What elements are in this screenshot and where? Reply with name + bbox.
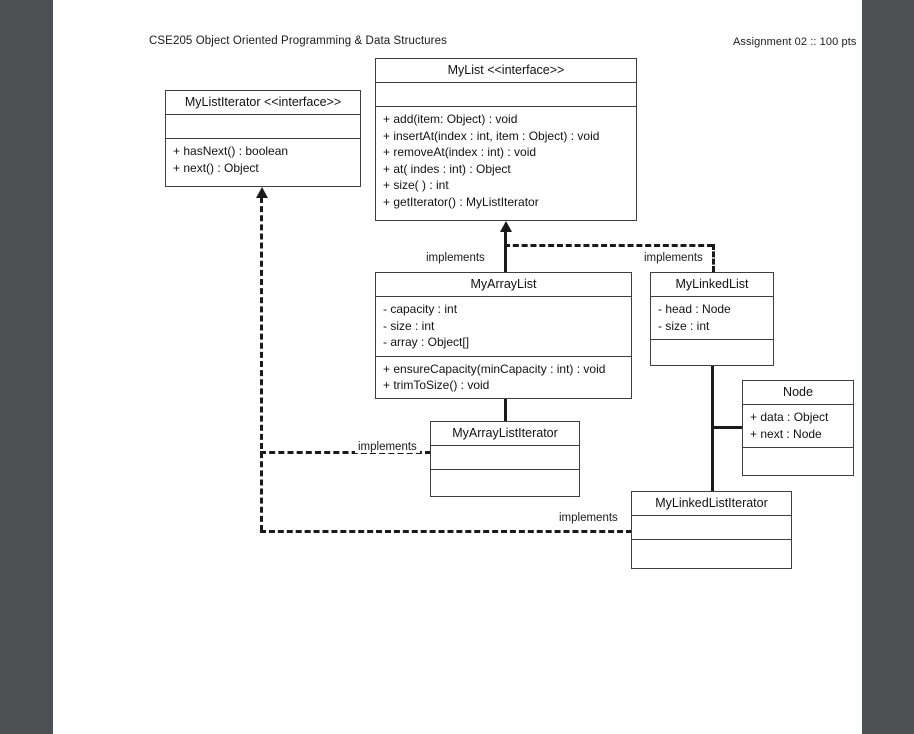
class-attributes-mylistiterator xyxy=(166,115,360,139)
method-item: + next() : Object xyxy=(173,160,259,175)
page-header-assignment: Assignment 02 :: 100 pts xyxy=(733,36,857,48)
class-title-node: Node xyxy=(743,381,853,405)
class-title-mylist: MyList <<interface>> xyxy=(376,59,636,83)
class-methods-myarraylist: + ensureCapacity(minCapacity : int) : vo… xyxy=(376,357,631,399)
method-item: + size( ) : int xyxy=(383,178,449,192)
class-box-mylinkedlist[interactable]: MyLinkedList - head : Node - size : int xyxy=(650,272,774,366)
connector-iterator-rail-vertical xyxy=(260,197,263,531)
method-item: + insertAt(index : int, item : Object) :… xyxy=(383,128,600,143)
method-item: + at( indes : int) : Object xyxy=(383,161,511,176)
document-page: CSE205 Object Oriented Programming & Dat… xyxy=(53,0,862,734)
relationship-label-arraylistiterator-implements: implements xyxy=(355,441,420,453)
class-attributes-mylinkedlistiterator xyxy=(632,516,791,540)
class-attributes-myarraylist: - capacity : int - size : int - array : … xyxy=(376,297,631,357)
attribute-item: - array : Object[] xyxy=(383,335,470,349)
method-item: + trimToSize() : void xyxy=(383,378,490,392)
class-attributes-node: + data : Object + next : Node xyxy=(743,405,853,448)
class-methods-mylist: + add(item: Object) : void + insertAt(in… xyxy=(376,107,636,215)
attribute-item: - head : Node xyxy=(658,302,731,316)
attribute-item: - size : int xyxy=(658,318,710,333)
connector-linkedlist-to-node xyxy=(711,426,744,429)
connector-linkedlistiterator-horizontal xyxy=(260,530,632,533)
method-item: + getIterator() : MyListIterator xyxy=(383,194,539,209)
class-title-myarraylistiterator: MyArrayListIterator xyxy=(431,422,579,446)
relationship-label-linkedlistiterator-implements: implements xyxy=(556,512,621,524)
method-item: + ensureCapacity(minCapacity : int) : vo… xyxy=(383,361,606,376)
class-methods-mylinkedlist xyxy=(651,340,773,364)
class-title-mylinkedlistiterator: MyLinkedListIterator xyxy=(632,492,791,516)
attribute-item: + data : Object xyxy=(750,410,829,424)
class-methods-mylistiterator: + hasNext() : boolean + next() : Object xyxy=(166,139,360,181)
page-header-course: CSE205 Object Oriented Programming & Dat… xyxy=(149,35,447,47)
class-attributes-mylinkedlist: - head : Node - size : int xyxy=(651,297,773,340)
class-box-mylist[interactable]: MyList <<interface>> + add(item: Object)… xyxy=(375,58,637,221)
attribute-item: - capacity : int xyxy=(383,302,458,316)
connector-linkedlist-mylist-horizontal xyxy=(504,244,713,247)
arrowhead-mylist-implements xyxy=(500,221,512,232)
class-methods-myarraylistiterator xyxy=(431,470,579,494)
class-title-mylinkedlist: MyLinkedList xyxy=(651,273,773,297)
class-title-myarraylist: MyArrayList xyxy=(376,273,631,297)
connector-arraylist-mylist-stem xyxy=(504,232,507,272)
class-box-mylinkedlistiterator[interactable]: MyLinkedListIterator xyxy=(631,491,792,569)
class-title-mylistiterator: MyListIterator <<interface>> xyxy=(166,91,360,115)
class-attributes-myarraylistiterator xyxy=(431,446,579,470)
class-box-myarraylistiterator[interactable]: MyArrayListIterator xyxy=(430,421,580,497)
class-box-myarraylist[interactable]: MyArrayList - capacity : int - size : in… xyxy=(375,272,632,399)
class-methods-node xyxy=(743,448,853,472)
connector-linkedlist-to-its-iterator xyxy=(711,365,714,493)
method-item: + add(item: Object) : void xyxy=(383,112,518,126)
attribute-item: + next : Node xyxy=(750,426,822,441)
method-item: + hasNext() : boolean xyxy=(173,144,289,158)
connector-arraylist-to-its-iterator xyxy=(504,398,507,423)
connector-linkedlist-mylist-vertical xyxy=(712,244,715,272)
relationship-label-linkedlist-implements: implements xyxy=(641,252,706,264)
class-attributes-mylist xyxy=(376,83,636,107)
class-box-mylistiterator[interactable]: MyListIterator <<interface>> + hasNext()… xyxy=(165,90,361,187)
method-item: + removeAt(index : int) : void xyxy=(383,145,537,159)
arrowhead-mylistiterator-implements xyxy=(256,187,268,198)
class-box-node[interactable]: Node + data : Object + next : Node xyxy=(742,380,854,476)
attribute-item: - size : int xyxy=(383,318,435,333)
relationship-label-arraylist-implements: implements xyxy=(423,252,488,264)
class-methods-mylinkedlistiterator xyxy=(632,540,791,564)
connector-arraylistiterator-horizontal xyxy=(260,451,431,454)
